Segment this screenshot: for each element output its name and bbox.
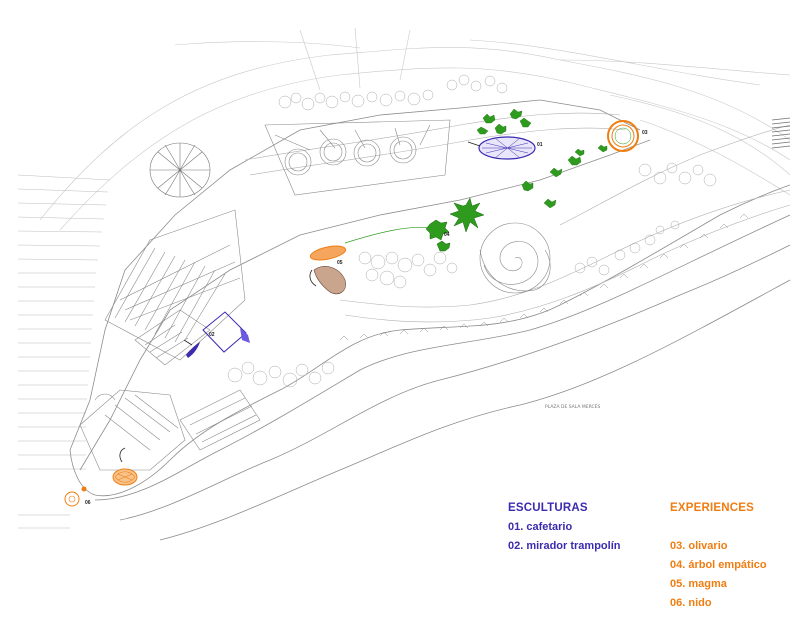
olive-trees <box>476 108 608 209</box>
marker-01: 01 <box>537 142 543 148</box>
olivario <box>607 120 639 152</box>
outer-contours <box>39 27 791 231</box>
mirador-trampolin <box>183 311 250 358</box>
legend-item-arbol-empatico: 04. árbol empático <box>670 559 767 571</box>
legend-item-mirador-trampolin: 02. mirador trampolín <box>508 540 621 552</box>
connector-line <box>344 227 431 244</box>
walkways <box>244 112 791 323</box>
stairs <box>771 117 791 149</box>
spiral-element <box>479 222 551 294</box>
street-label: PLAZA DE SALA MERCÉS <box>545 402 600 410</box>
marker-06: 06 <box>85 500 91 506</box>
legend-experiences-title: EXPERIENCES <box>670 502 755 514</box>
cafetario-sculpture <box>467 136 536 160</box>
hedge-row <box>339 213 749 341</box>
marker-02: 02 <box>209 332 215 338</box>
legend-experiences: EXPERIENCES 03. olivario 04. árbol empát… <box>670 502 790 617</box>
marker-04: 04 <box>444 232 450 238</box>
arbol-empatico <box>425 197 485 252</box>
legend-item-olivario: 03. olivario <box>670 540 728 552</box>
nido <box>64 447 138 507</box>
left-scale <box>17 174 111 529</box>
legend-esculturas-title: ESCULTURAS <box>508 502 588 514</box>
magma <box>309 245 347 295</box>
dome-structure <box>149 142 211 198</box>
legend-esculturas: ESCULTURAS 01. cafetario 02. mirador tra… <box>508 502 648 562</box>
legend-item-magma: 05. magma <box>670 578 727 590</box>
building-block <box>104 209 246 366</box>
tree-canopy <box>227 74 717 388</box>
site-outline <box>69 99 791 541</box>
marker-03: 03 <box>642 130 648 136</box>
lower-plaza <box>79 389 261 471</box>
legend-item-nido: 06. nido <box>670 597 712 609</box>
terrace-pavilions <box>264 119 451 196</box>
marker-05: 05 <box>337 260 343 266</box>
legend-item-cafetario: 01. cafetario <box>508 521 573 533</box>
